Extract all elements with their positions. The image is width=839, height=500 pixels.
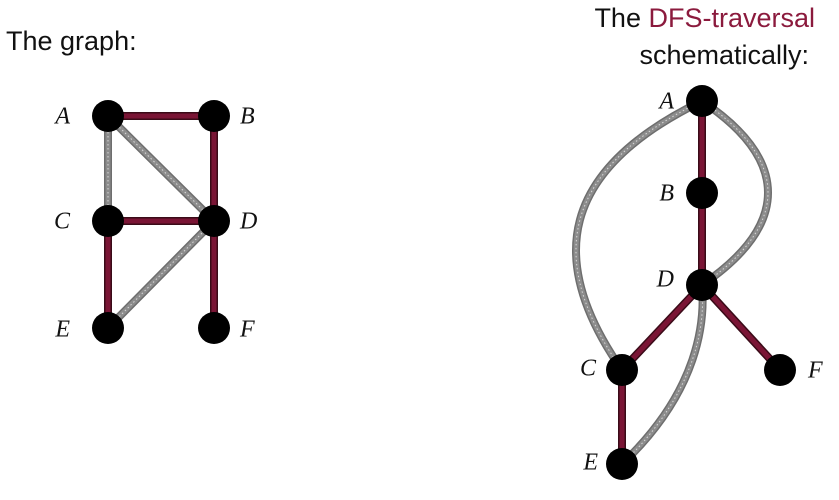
- graph-node-label-e: E: [54, 317, 70, 343]
- dfs-tree-nodes: A B C D E F: [580, 85, 823, 480]
- graph-node-a: A: [53, 100, 124, 132]
- dfs-node-a: A: [657, 85, 718, 117]
- dfs-node-d: D: [656, 267, 718, 301]
- dfs-node-label-e: E: [582, 450, 598, 476]
- dfs-node-f: F: [764, 354, 823, 386]
- dfs-node-label-a: A: [657, 89, 674, 115]
- graph-node-b: B: [198, 100, 255, 132]
- dfs-node-label-d: D: [656, 267, 674, 293]
- dfs-title-line-2: schematically:: [639, 40, 809, 70]
- dfs-edge-a-c: [572, 97, 706, 374]
- dfs-node-label-f: F: [807, 358, 823, 384]
- graph-edge-e-d: [104, 217, 218, 332]
- dfs-edge-a-d: [698, 97, 772, 289]
- graph-node-c: C: [54, 205, 124, 237]
- dfs-node-c: C: [580, 354, 638, 386]
- graph-node-label-b: B: [240, 104, 255, 130]
- dfs-node-b: B: [659, 177, 718, 209]
- dfs-title-prefix: The: [594, 3, 649, 33]
- dfs-tree-edges: [572, 97, 784, 468]
- graph-title: The graph:: [6, 26, 137, 56]
- graph-node-label-a: A: [53, 104, 70, 130]
- graph-edge-a-d: [104, 112, 218, 225]
- dfs-title-highlight: DFS-traversal: [648, 3, 815, 33]
- dfs-node-e: E: [582, 448, 638, 480]
- graph-node-label-d: D: [239, 209, 257, 235]
- graph-nodes: A B C D E F: [53, 100, 257, 344]
- dfs-edge-d-c: [618, 281, 706, 374]
- dfs-title-line-1: The DFS-traversal: [594, 3, 815, 34]
- graph-node-label-f: F: [239, 317, 255, 343]
- graph-node-f: F: [198, 312, 255, 344]
- dfs-edge-d-f: [698, 281, 784, 374]
- graph-node-e: E: [54, 312, 124, 344]
- dfs-node-label-b: B: [659, 181, 674, 207]
- dfs-node-label-c: C: [580, 356, 597, 382]
- graph-node-d: D: [198, 205, 257, 237]
- graph-node-label-c: C: [54, 209, 71, 235]
- graph-edges: [104, 112, 218, 332]
